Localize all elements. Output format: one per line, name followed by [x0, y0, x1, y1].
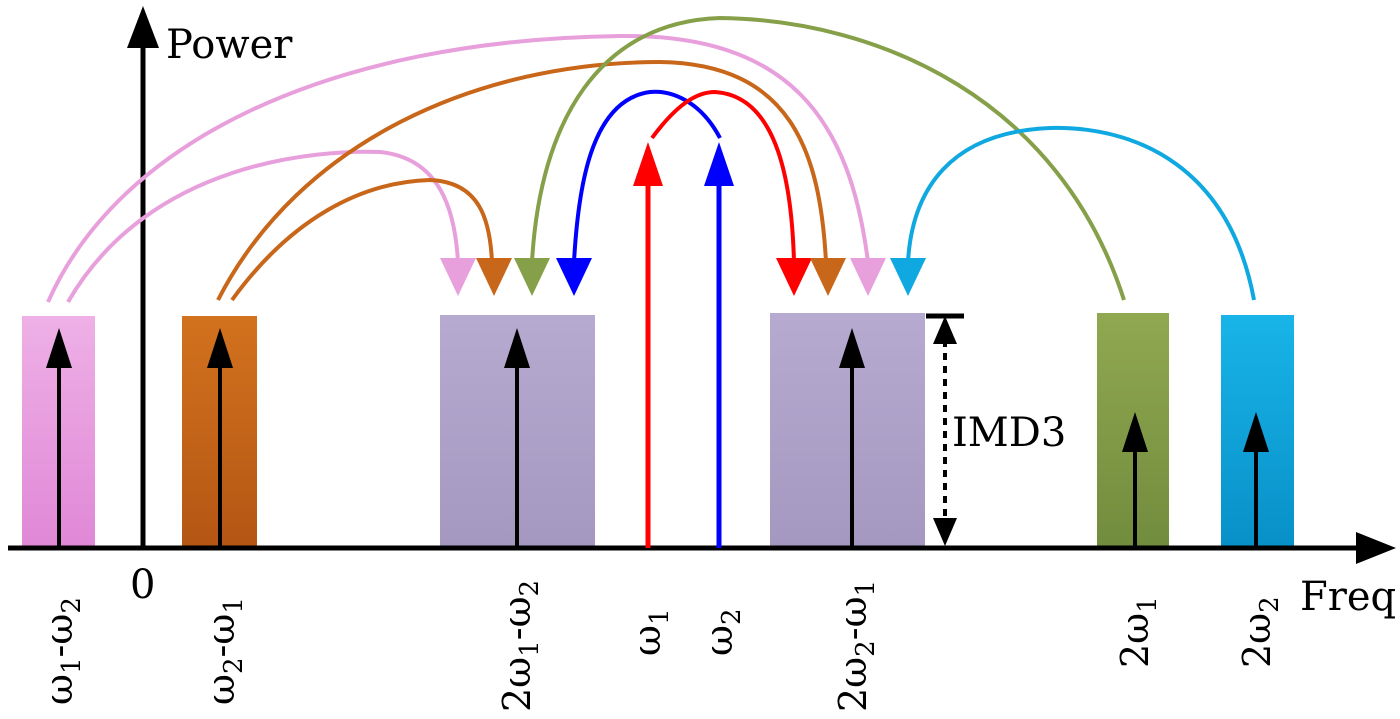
tick-w2-minus-w1: ω2-ω1 [199, 597, 249, 705]
tone-w1-arrow [633, 142, 663, 548]
pink-arrowhead-right [850, 258, 886, 296]
red-arrowhead [776, 258, 812, 296]
y-axis-label: Power [166, 22, 293, 68]
green-arrowhead [514, 258, 550, 296]
imd3-label: IMD3 [952, 410, 1066, 456]
tick-2w2: 2ω2 [1235, 596, 1285, 668]
tick-2w1: 2ω1 [1113, 596, 1163, 668]
orange-arrowhead-left [476, 258, 512, 296]
tick-w2: ω2 [697, 608, 747, 656]
imd3-dimension [926, 313, 964, 546]
orange-arrowhead-right [810, 258, 846, 296]
arc-arrowheads [440, 258, 926, 296]
x-axis-label: Freq [1300, 574, 1396, 620]
blue-arrowhead [556, 258, 592, 296]
origin-label: 0 [130, 562, 155, 608]
tick-w1: ω1 [625, 608, 675, 656]
cyan-arrowhead [890, 258, 926, 296]
tick-2w1-minus-w2: 2ω1-ω2 [495, 580, 545, 712]
tone-w2-arrow [704, 142, 734, 548]
tick-w1-minus-w2: ω1-ω2 [37, 597, 87, 705]
tick-2w2-minus-w1: 2ω2-ω1 [831, 580, 881, 712]
y-axis [127, 6, 159, 548]
amplitude-arrows [46, 328, 1269, 548]
mixing-arcs [46, 15, 1256, 304]
pink-arrowhead-left [440, 258, 476, 296]
